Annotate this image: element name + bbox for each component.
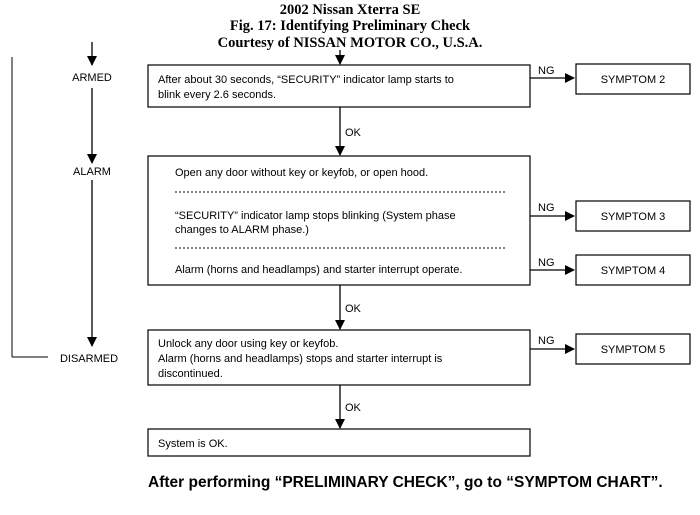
symptom-4-box [575,254,691,286]
alarm-step-lamp-line2: changes to ALARM phase.) [175,224,309,236]
doc-title: 2002 Nissan Xterra SE [279,2,421,18]
courtesy-line: Courtesy of NISSAN MOTOR CO., U.S.A. [217,35,483,51]
phase-label-alarm: ALARM [73,166,111,178]
ok-label-2: OK [345,303,362,315]
ng-label-5: NG [538,335,555,347]
system-ok-box [147,428,531,457]
alarm-step-lamp-line1: “SECURITY” indicator lamp stops blinking… [175,210,456,222]
system-ok-text: System is OK. [158,438,228,450]
armed-step-line1: After about 30 seconds, “SECURITY” indic… [158,74,454,86]
phase-label-disarmed: DISARMED [60,353,118,365]
alarm-step-open-door: Open any door without key or keyfob, or … [175,167,428,179]
ng-label-2: NG [538,65,555,77]
symptom-5-label: SYMPTOM 5 [601,344,666,356]
ng-label-4: NG [538,257,555,269]
ok-label-1: OK [345,127,362,139]
ng-label-3: NG [538,202,555,214]
disarm-step-line2: Alarm (horns and headlamps) stops and st… [158,353,443,365]
symptom-3-box [575,200,691,232]
symptom-4-label: SYMPTOM 4 [601,265,666,277]
symptom-2-label: SYMPTOM 2 [601,74,666,86]
symptom-5-box [575,333,691,365]
phase-label-armed: ARMED [72,72,112,84]
alarm-step-operate: Alarm (horns and headlamps) and starter … [175,264,462,276]
armed-step-line2: blink every 2.6 seconds. [158,89,276,101]
symptom-2-box [575,63,691,95]
ok-label-3: OK [345,402,362,414]
alarm-step-box [147,155,531,286]
armed-step-box [147,64,531,108]
disarm-step-line3: discontinued. [158,368,223,380]
footer-instruction: After performing “PRELIMINARY CHECK”, go… [148,474,663,491]
disarm-step-line1: Unlock any door using key or keyfob. [158,338,338,350]
disarm-step-box [147,329,531,386]
figure-caption: Fig. 17: Identifying Preliminary Check [229,18,471,34]
symptom-3-label: SYMPTOM 3 [601,211,666,223]
